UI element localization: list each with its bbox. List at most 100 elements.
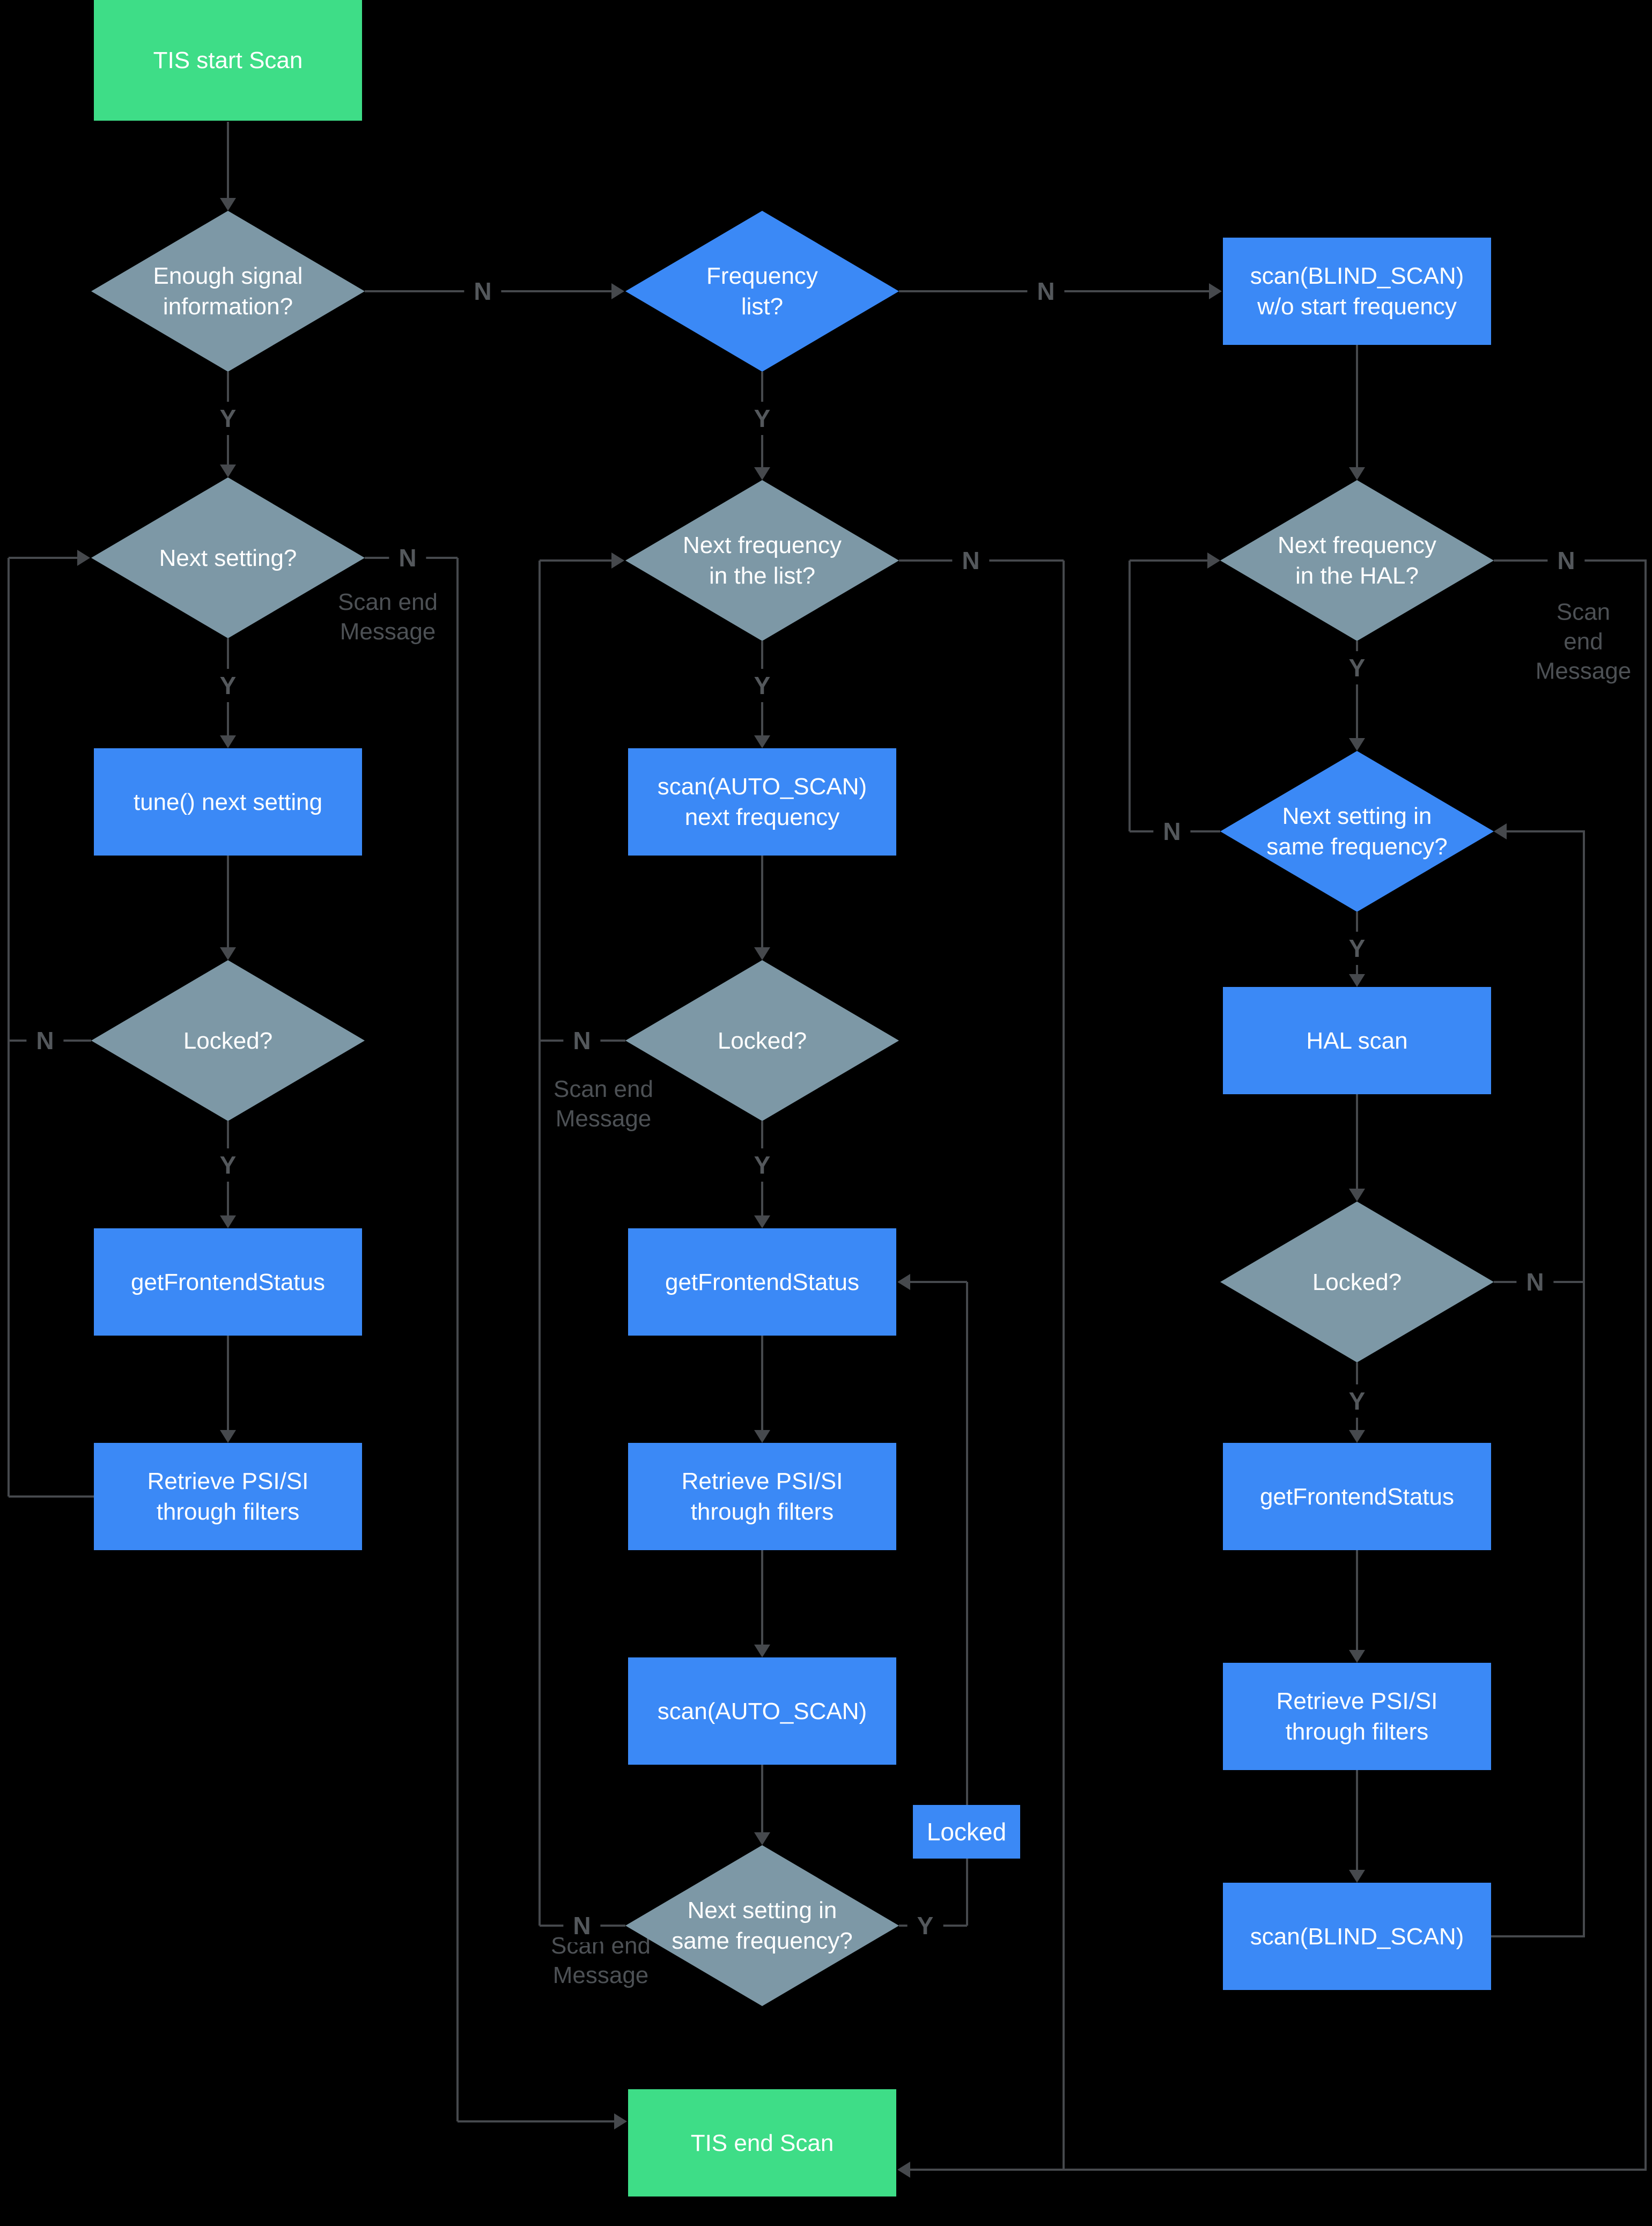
locked-decision-1: Locked? [91, 960, 365, 1121]
scan-end-message-note: Scan end Message [551, 1933, 651, 1988]
arrowhead-right [1209, 283, 1222, 299]
flow-line [1644, 561, 1647, 2171]
flow-line [540, 559, 613, 562]
flow-line [1063, 561, 1065, 2170]
arrowhead-down [220, 735, 236, 748]
flow-line [1356, 641, 1358, 739]
arrowhead-right [611, 283, 624, 299]
flow-line [8, 558, 10, 1497]
arrowhead-left [1494, 823, 1507, 839]
flow-line [1356, 1770, 1358, 1871]
arrowhead-left [897, 2162, 910, 2178]
flow-line [761, 1765, 763, 1833]
flow-line [761, 856, 763, 948]
arrowhead-down [754, 947, 770, 960]
branch-label-n: N [1153, 815, 1191, 848]
branch-label-n: N [1516, 1265, 1554, 1299]
retrieve-psi-si-1: Retrieve PSI/SI through filters [94, 1443, 362, 1550]
arrowhead-down [220, 198, 236, 211]
flow-line [227, 856, 229, 948]
flow-line [1356, 345, 1358, 468]
get-frontend-status-3: getFrontendStatus [1223, 1443, 1491, 1550]
frequency-list-decision: Frequency list? [625, 211, 899, 372]
branch-label-n: N [1547, 544, 1585, 577]
locked-decision-3: Locked? [1220, 1202, 1494, 1362]
arrowhead-right [614, 2113, 627, 2129]
next-setting-decision: Next setting? [91, 477, 365, 638]
branch-label-y: Y [744, 669, 780, 702]
arrowhead-down [1349, 1870, 1365, 1883]
flow-line [539, 561, 541, 1926]
arrowhead-down [1349, 738, 1365, 751]
arrowhead-down [220, 1430, 236, 1443]
branch-label-n: N [563, 1909, 601, 1942]
branch-label-n: N [26, 1024, 64, 1057]
flow-line [227, 1336, 229, 1431]
scan-auto-next-frequency-process: scan(AUTO_SCAN) next frequency [628, 748, 896, 856]
next-frequency-in-hal-decision: Next frequency in the HAL? [1220, 480, 1494, 641]
hal-scan-process: HAL scan [1223, 987, 1491, 1094]
arrowhead-down [1349, 974, 1365, 987]
flow-line [761, 1550, 763, 1646]
arrowhead-down [220, 947, 236, 960]
branch-label-y: Y [744, 402, 780, 435]
scan-end-message-note: Scan end Message [1535, 599, 1632, 684]
locked-decision-2: Locked? [625, 960, 899, 1121]
flow-line [456, 558, 459, 2121]
tis-end-terminal: TIS end Scan [628, 2089, 896, 2196]
flow-line [1356, 1094, 1358, 1190]
tis-start-terminal: TIS start Scan [94, 0, 362, 121]
branch-label-y: Y [1339, 932, 1375, 965]
retrieve-psi-si-2: Retrieve PSI/SI through filters [628, 1443, 896, 1550]
scan-blind-process: scan(BLIND_SCAN) [1223, 1883, 1491, 1990]
branch-label-n: N [952, 544, 990, 577]
flow-line [458, 2120, 615, 2122]
next-setting-same-frequency-decision-list: Next setting in same frequency? [625, 1845, 899, 2006]
flow-line [1356, 1550, 1358, 1651]
branch-label-y: Y [1339, 1384, 1375, 1418]
arrowhead-down [754, 467, 770, 480]
flow-line [761, 1336, 763, 1431]
scan-auto-process: scan(AUTO_SCAN) [628, 1657, 896, 1765]
branch-label-n: N [464, 275, 502, 308]
arrowhead-down [1349, 1650, 1365, 1663]
arrowhead-down [220, 1215, 236, 1228]
flow-line [909, 1281, 967, 1283]
branch-label-y: Y [210, 1148, 246, 1182]
flow-line [9, 557, 78, 559]
branch-label-y: Y [1339, 651, 1375, 684]
flow-line [1129, 561, 1131, 831]
flow-line [966, 1282, 968, 1926]
get-frontend-status-2: getFrontendStatus [628, 1228, 896, 1336]
flow-line [909, 2169, 1647, 2171]
flow-line [1130, 559, 1207, 562]
enough-signal-decision: Enough signal information? [91, 211, 365, 372]
flow-line [1491, 1935, 1585, 1937]
scan-end-message-note: Scan end Message [338, 589, 438, 645]
locked-tag: Locked [913, 1805, 1020, 1859]
flow-line [1583, 831, 1585, 1936]
arrowhead-down [1349, 1430, 1365, 1443]
branch-label-n: N [563, 1024, 601, 1057]
get-frontend-status-1: getFrontendStatus [94, 1228, 362, 1336]
branch-label-y: Y [210, 669, 246, 702]
arrowhead-right [611, 552, 624, 569]
arrowhead-down [1349, 467, 1365, 480]
branch-label-n: N [1027, 275, 1065, 308]
next-setting-same-frequency-decision-hal: Next setting in same frequency? [1220, 751, 1494, 912]
scan-end-message-note: Scan end Message [554, 1076, 653, 1132]
arrowhead-down [220, 465, 236, 477]
arrowhead-down [754, 1832, 770, 1845]
arrowhead-right [77, 550, 90, 566]
scan-blind-wo-start-frequency-process: scan(BLIND_SCAN) w/o start frequency [1223, 238, 1491, 345]
arrowhead-down [754, 1645, 770, 1657]
branch-label-y: Y [907, 1909, 943, 1942]
flow-line [9, 1495, 94, 1498]
branch-label-y: Y [210, 402, 246, 435]
arrowhead-down [754, 1215, 770, 1228]
branch-label-y: Y [744, 1148, 780, 1182]
branch-label-n: N [389, 541, 426, 574]
arrowhead-down [1349, 1189, 1365, 1202]
tune-next-setting-process: tune() next setting [94, 748, 362, 856]
